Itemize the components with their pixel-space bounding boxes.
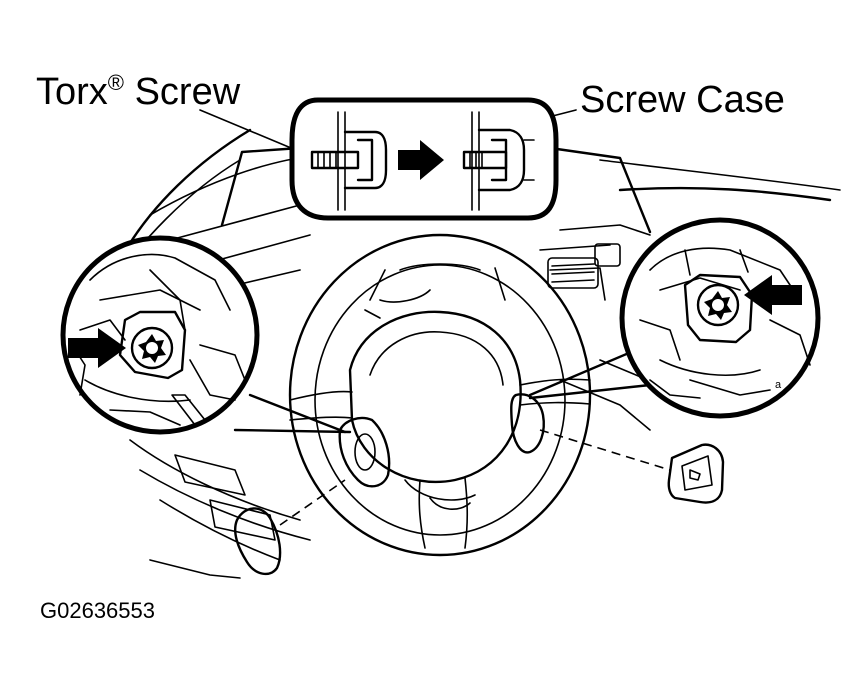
callout-connectors [199,109,652,434]
removed-covers [233,429,725,576]
right-detail-circle: a [619,217,821,419]
left-detail-circle [60,235,260,435]
top-detail-bubble [289,97,559,221]
torx-label-prefix: Torx [36,71,108,113]
screw-case-label: Screw Case [580,79,785,121]
steering-wheel [288,233,592,557]
torx-label-suffix: Screw [124,71,241,113]
svg-text:a: a [775,379,782,391]
figure-code: G02636553 [40,598,155,623]
registered-mark: ® [107,70,125,95]
torx-screw-label: Torx® Screw [36,70,240,114]
